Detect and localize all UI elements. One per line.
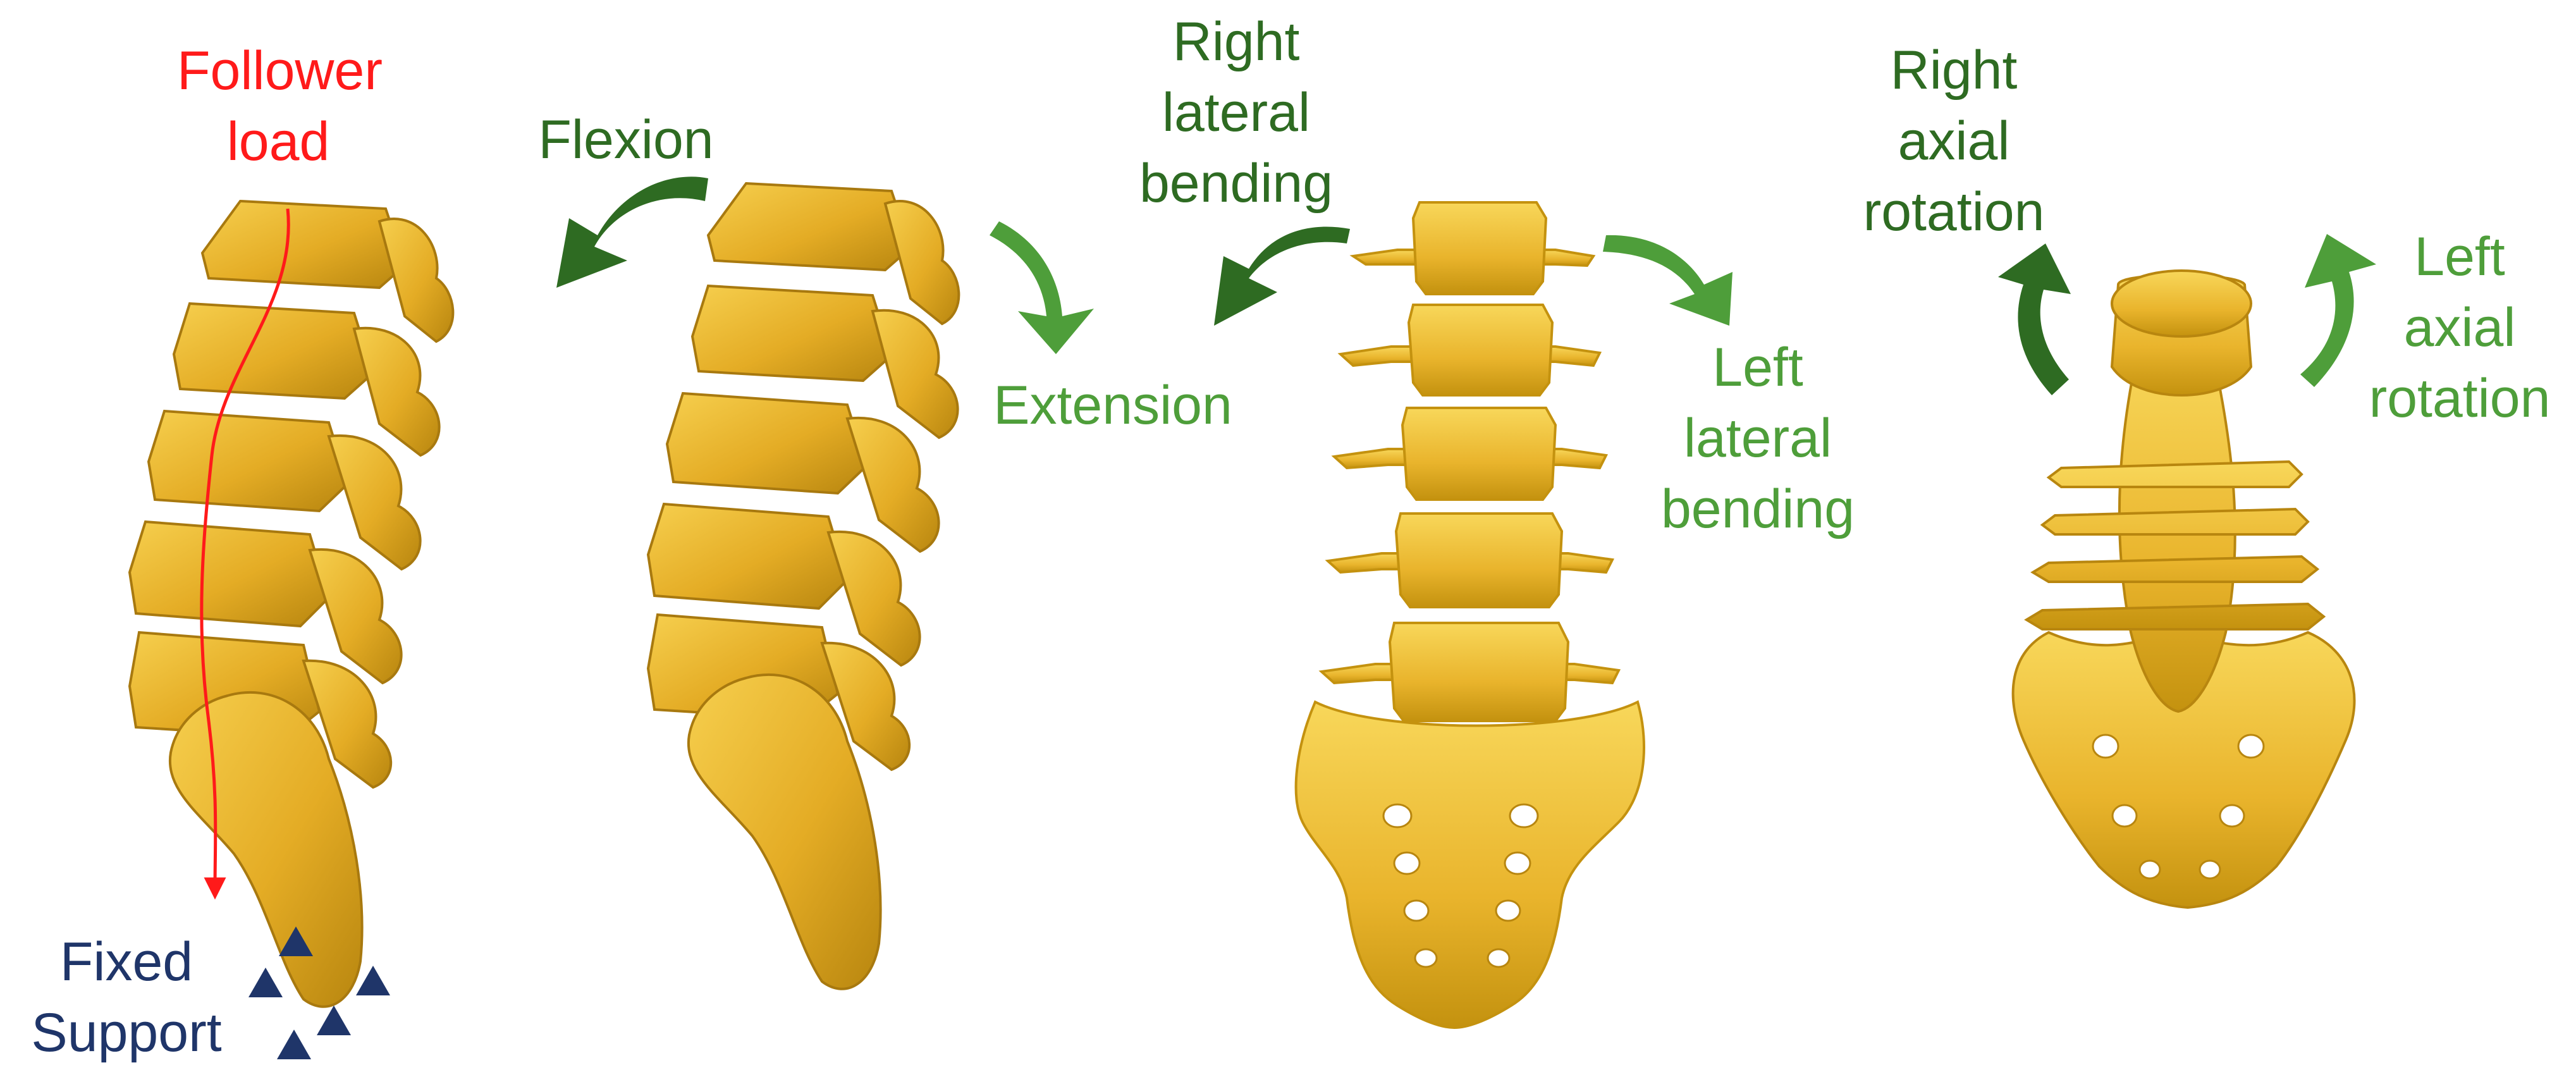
support-triangle-1 [279, 926, 313, 956]
process-l3 [845, 416, 940, 553]
foramen [2219, 804, 2245, 828]
support-triangle-5 [277, 1030, 311, 1059]
lateral-spine-middle [646, 182, 960, 990]
sacral-foramina [1382, 803, 1539, 968]
vertebra-l1 [200, 199, 407, 290]
vertebra-l4 [128, 520, 331, 628]
right-axial-rotation-label: Right axial rotation [1863, 40, 2045, 242]
foramen [1509, 803, 1539, 828]
left-axial-rotation-label: Left axial rotation [2369, 226, 2551, 429]
fixed-support-triangles [248, 926, 390, 1059]
process-l1 [883, 200, 960, 326]
extension-label: Extension [993, 375, 1232, 436]
foramen [2092, 734, 2119, 759]
vertebra-l4 [1394, 512, 1564, 608]
process-l2 [352, 326, 441, 457]
vertebra-l3 [1401, 407, 1557, 501]
foramen [1393, 851, 1421, 875]
process-l3 [327, 434, 422, 571]
follower-load-arrow [200, 208, 290, 900]
vertebra-l2 [1407, 304, 1554, 397]
vertebra-l2 [690, 284, 893, 383]
foramen [1382, 803, 1413, 828]
frontal-spine [1294, 201, 1645, 1030]
right-lateral-bending-arrow [1214, 226, 1350, 326]
follower-load-label: Follower load [177, 40, 383, 172]
process-l5 [820, 641, 911, 772]
foramen [2111, 804, 2138, 828]
foramen [1495, 899, 1521, 922]
right-lateral-bending-label: Right lateral bending [1139, 11, 1334, 214]
vertebral-endplate [2111, 269, 2252, 338]
vertebra-l4 [646, 502, 849, 610]
left-lateral-bending-arrow [1603, 235, 1733, 326]
foramen [2199, 859, 2221, 880]
transverse-processes [2024, 460, 2326, 631]
left-lateral-bending-label: Left lateral bending [1660, 337, 1855, 539]
support-triangle-3 [356, 966, 390, 995]
foramen [2138, 859, 2161, 880]
foramen [1504, 851, 1531, 875]
sacrum [168, 691, 364, 1008]
process-l1 [377, 218, 455, 343]
flexion-arrow [556, 176, 708, 288]
vertebra-l1 [1411, 201, 1548, 295]
extension-arrow [990, 221, 1094, 354]
vertebra-l5 [1388, 622, 1570, 722]
top-view-spine [2011, 269, 2356, 909]
support-triangle-2 [248, 968, 283, 997]
vertebra-l1 [706, 182, 912, 272]
sacrum [1294, 700, 1645, 1030]
vertebra-l3 [147, 409, 350, 513]
right-axial-rotation-arrow [1998, 243, 2071, 395]
process-l2 [871, 309, 959, 440]
left-axial-rotation-arrow [2300, 234, 2376, 387]
foramen [1487, 948, 1511, 968]
process-l4 [826, 530, 921, 667]
foramen [1414, 948, 1438, 968]
support-triangle-4 [317, 1006, 351, 1035]
process-l4 [308, 548, 403, 685]
lateral-spine-left [128, 199, 455, 1008]
vertebra-l2 [172, 302, 375, 400]
top-view-foramina [2092, 734, 2265, 880]
foramen [1403, 899, 1430, 922]
flexion-label: Flexion [538, 109, 714, 170]
fixed-support-label: Fixed Support [31, 932, 222, 1063]
foramen [2237, 734, 2265, 759]
vertebra-l3 [665, 391, 868, 495]
sacrum [687, 673, 882, 990]
process-l5 [302, 659, 393, 789]
